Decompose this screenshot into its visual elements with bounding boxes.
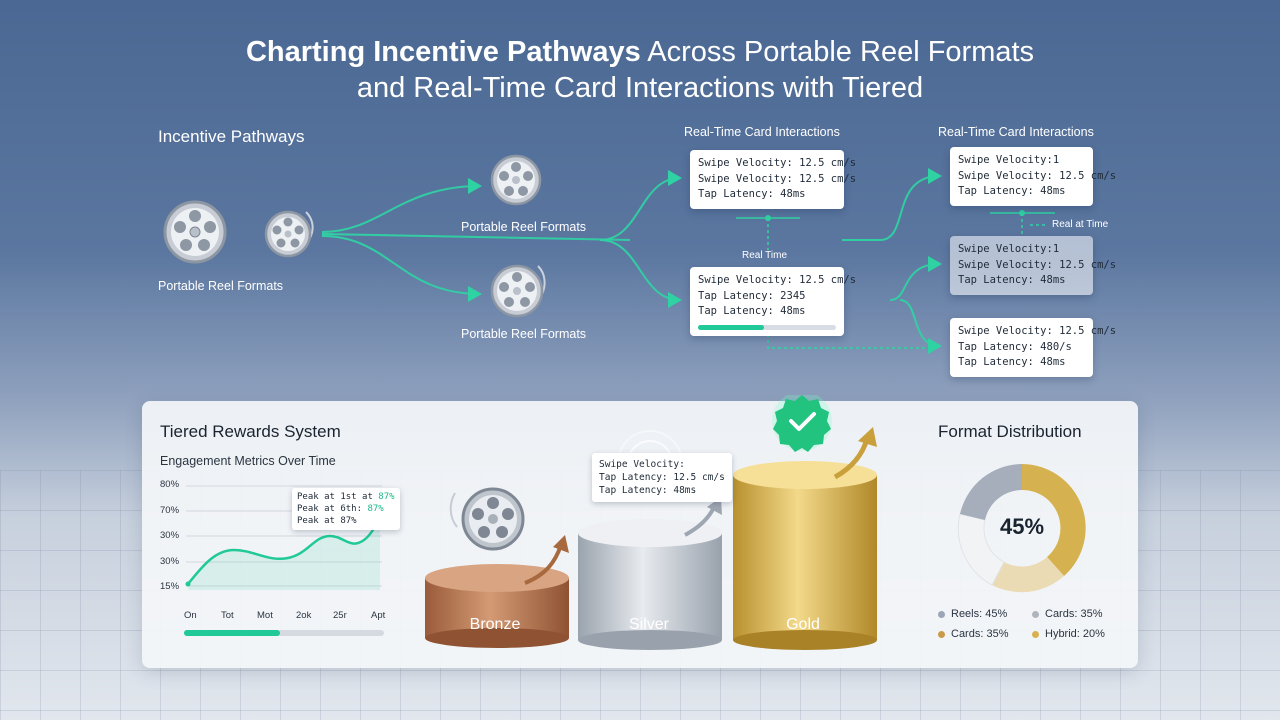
- legend-item: Cards: 35%: [1032, 608, 1102, 620]
- peak-tooltip: Peak at 1st at 87% Peak at 6th: 87% Peak…: [292, 488, 400, 530]
- legend-swatch: [938, 630, 945, 638]
- tier-label-gold: Gold: [786, 616, 820, 633]
- legend-swatch: [938, 610, 945, 618]
- x-tick: Apt: [371, 610, 386, 621]
- x-tick: 2ok: [296, 610, 312, 621]
- legend-swatch: [1032, 610, 1039, 618]
- legend-item: Hybrid: 20%: [1032, 628, 1105, 640]
- interactions-heading-left: Real-Time Card Interactions: [684, 125, 840, 139]
- y-tick: 30%: [160, 530, 180, 541]
- donut-slice-hybrid: [1022, 464, 1086, 576]
- legend-item: Cards: 35%: [938, 628, 1008, 640]
- film-reel-icon: [264, 210, 314, 258]
- lower-reel-label: Portable Reel Formats: [461, 327, 587, 341]
- y-tick: 15%: [160, 581, 180, 592]
- engagement-progress-fill: [184, 630, 280, 636]
- engagement-series-line: [187, 517, 382, 585]
- real-at-time-label: Real at Time: [1052, 219, 1109, 230]
- donut-center-value: 45%: [999, 514, 1045, 539]
- film-reel-icon: [449, 487, 525, 551]
- gold-podium: [733, 461, 877, 650]
- donut-slice-reels: [960, 464, 1022, 520]
- film-reel-icon: [490, 154, 542, 206]
- x-tick: On: [184, 610, 197, 621]
- x-tick: Tot: [221, 610, 234, 621]
- interactions-heading-right: Real-Time Card Interactions: [938, 125, 1094, 139]
- data-point: [185, 581, 191, 587]
- interaction-card: Swipe Velocity: 12.5 cm/s Swipe Velocity…: [690, 150, 856, 209]
- page-title: Charting Incentive Pathways Across Porta…: [245, 36, 1035, 104]
- donut-slice-cards-alt: [957, 513, 1005, 586]
- legend-swatch: [1032, 630, 1039, 638]
- source-reel-label: Portable Reel Formats: [158, 279, 284, 293]
- tier-label-silver: Silver: [628, 616, 669, 633]
- engagement-progress-bar: [184, 630, 384, 636]
- metrics-title: Engagement Metrics Over Time: [160, 454, 336, 468]
- real-time-label: Real Time: [742, 250, 788, 261]
- format-donut-chart: [957, 464, 1086, 593]
- card-progress-fill: [698, 324, 765, 330]
- tier-label-bronze: Bronze: [469, 616, 521, 633]
- interaction-card: Swipe Velocity:1 Swipe Velocity: 12.5 cm…: [950, 236, 1116, 295]
- y-tick: 70%: [160, 505, 180, 516]
- pathways-heading: Incentive Pathways: [158, 127, 305, 146]
- interaction-card: Swipe Velocity:1 Swipe Velocity: 12.5 cm…: [950, 147, 1116, 206]
- bronze-podium: [425, 564, 569, 648]
- legend-item: Reels: 45%: [938, 608, 1007, 620]
- x-tick: Mot: [257, 610, 273, 621]
- card-progress-bar: [698, 324, 836, 330]
- film-reel-icon: [163, 200, 227, 264]
- interaction-card: Swipe Velocity: 12.5 cm/s Tap Latency: 2…: [690, 267, 856, 336]
- y-tick: 30%: [160, 556, 180, 567]
- check-badge-icon: [772, 395, 832, 452]
- swipe-tooltip: Swipe Velocity: Tap Latency: 12.5 cm/s T…: [592, 453, 732, 502]
- x-tick: 25r: [333, 610, 347, 621]
- distribution-heading: Format Distribution: [938, 422, 1082, 441]
- upper-reel-label: Portable Reel Formats: [461, 220, 587, 234]
- interaction-card: Swipe Velocity: 12.5 cm/s Tap Latency: 4…: [950, 318, 1116, 377]
- rewards-heading: Tiered Rewards System: [160, 422, 341, 441]
- film-reel-icon: [490, 264, 546, 318]
- donut-slice-cards: [992, 557, 1064, 593]
- y-tick: 80%: [160, 479, 180, 490]
